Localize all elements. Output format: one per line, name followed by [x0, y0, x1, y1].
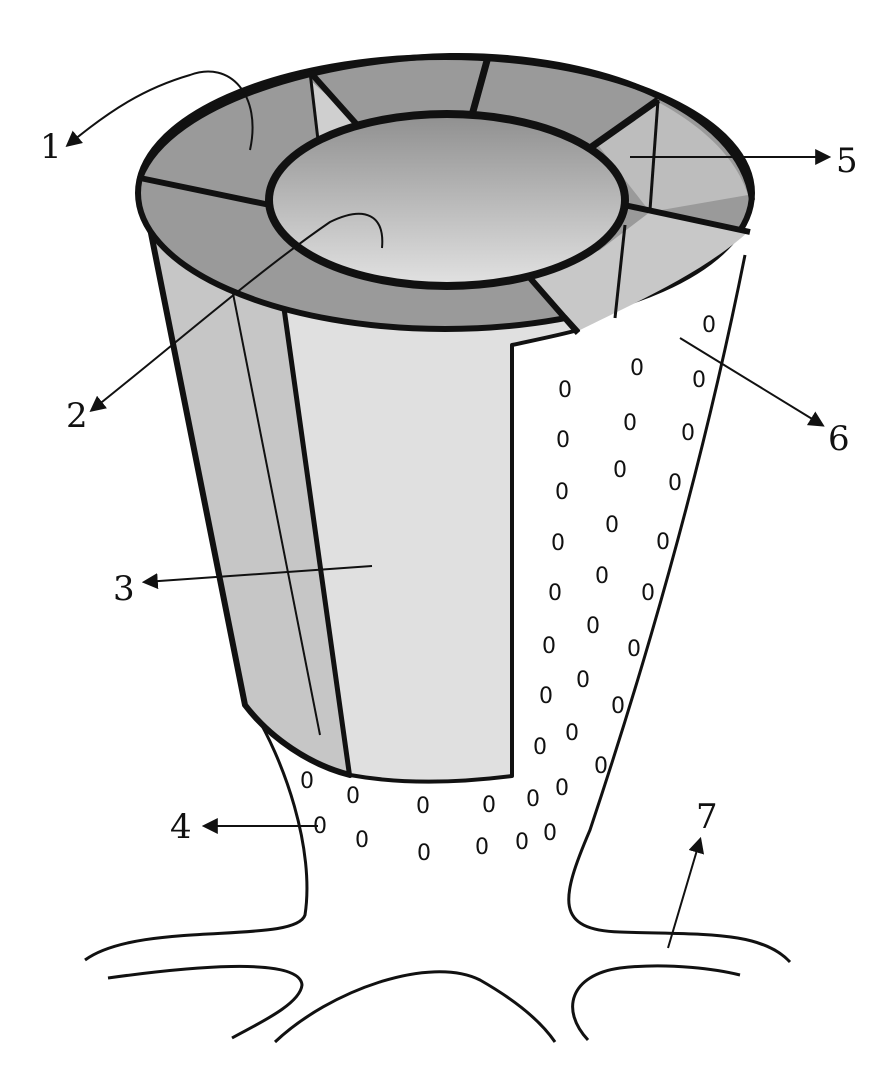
- pore: 0: [515, 830, 529, 855]
- leader-lines: [65, 70, 832, 949]
- pore: 0: [605, 513, 619, 538]
- pore: 0: [539, 684, 553, 709]
- pore: 0: [346, 784, 360, 809]
- pore: 0: [475, 835, 489, 860]
- pore: 0: [630, 356, 644, 381]
- pore: 0: [543, 821, 557, 846]
- pores: 0 0 0 0 0 0 0 0 0 0 0 0 0 0 0 0 0 0 0 0 …: [300, 313, 716, 866]
- pore: 0: [555, 480, 569, 505]
- pore: 0: [556, 428, 570, 453]
- callout-3: 3: [113, 569, 135, 609]
- pore: 0: [533, 735, 547, 760]
- callout-4: 4: [170, 807, 192, 847]
- pore: 0: [623, 411, 637, 436]
- ring-cell-lower-right: [530, 212, 748, 330]
- pore: 0: [668, 471, 682, 496]
- pore: 0: [594, 754, 608, 779]
- leader-2: [89, 212, 384, 412]
- leader-7: [667, 836, 705, 949]
- pore: 0: [417, 841, 431, 866]
- pore: 0: [526, 787, 540, 812]
- pore: 0: [551, 531, 565, 556]
- pore: 0: [627, 637, 641, 662]
- pore: 0: [548, 581, 562, 606]
- pore: 0: [656, 530, 670, 555]
- pore: 0: [641, 581, 655, 606]
- leader-6: [679, 337, 825, 427]
- pore: 0: [300, 769, 314, 794]
- callout-7: 7: [696, 797, 718, 837]
- pore: 0: [586, 614, 600, 639]
- ring-dividers: [137, 52, 755, 335]
- pore: 0: [611, 694, 625, 719]
- callout-5: 5: [836, 141, 858, 181]
- pore: 0: [576, 668, 590, 693]
- leader-3: [141, 565, 373, 590]
- leader-1: [65, 70, 254, 151]
- pore: 0: [595, 564, 609, 589]
- pore: 0: [702, 313, 716, 338]
- pore: 0: [482, 793, 496, 818]
- pore: 0: [681, 421, 695, 446]
- pore: 0: [416, 794, 430, 819]
- pore: 0: [313, 814, 327, 839]
- pore: 0: [613, 458, 627, 483]
- pore: 0: [558, 378, 572, 403]
- base-tissue-lines: [84, 254, 792, 1044]
- callout-2: 2: [66, 396, 88, 436]
- inner-lumen: [265, 110, 629, 290]
- pore: 0: [542, 634, 556, 659]
- callout-6: 6: [828, 419, 850, 459]
- pore: 0: [555, 776, 569, 801]
- callout-1: 1: [40, 127, 62, 167]
- pore: 0: [565, 721, 579, 746]
- pore: 0: [355, 828, 369, 853]
- pore: 0: [692, 368, 706, 393]
